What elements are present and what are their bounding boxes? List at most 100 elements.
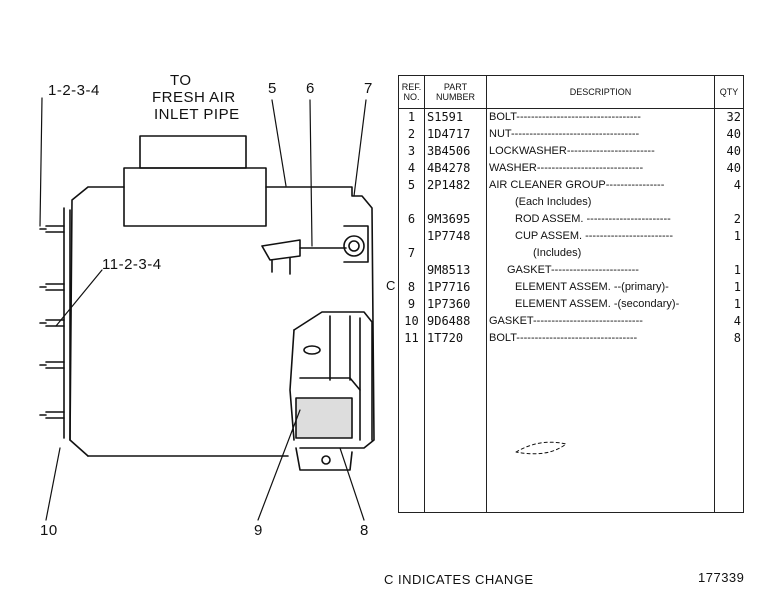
part-number-cell: 4B4278 <box>424 160 487 177</box>
qty-cell: 2 <box>714 211 744 228</box>
rod-assembly <box>261 225 369 275</box>
blank-cell <box>424 347 487 513</box>
qty-cell: 1 <box>714 279 744 296</box>
qty-cell: 40 <box>714 143 744 160</box>
qty-cell: 4 <box>714 177 744 194</box>
table-row: 9 1P7360 ELEMENT ASSEM. -(secondary)- 1 <box>398 296 744 313</box>
blank-cell <box>714 347 744 513</box>
header-qty: QTY <box>714 75 744 109</box>
callout-8: 8 <box>360 522 369 539</box>
description-cell: BOLT---------------------------------- <box>486 108 715 126</box>
description-cell: ELEMENT ASSEM. -(secondary)- <box>486 296 715 313</box>
description-text: ROD ASSEM. ----------------------- <box>515 213 671 225</box>
ref-cell: 11 <box>398 330 425 347</box>
cutaway-section <box>289 311 373 465</box>
table-row: 5 2P1482 AIR CLEANER GROUP--------------… <box>398 177 744 194</box>
part-number-cell: 1D4717 <box>424 126 487 143</box>
flange-bolts <box>39 225 65 419</box>
blank-cell <box>486 347 715 513</box>
part-number-cell <box>424 245 487 262</box>
callout-7: 7 <box>364 80 373 97</box>
table-header-row: REF. NO. PART NUMBER DESCRIPTION QTY <box>398 75 744 109</box>
description-text: (Each Includes) <box>515 196 592 208</box>
part-number-cell: 1P7716 <box>424 279 487 296</box>
table-row: 7 (Includes) <box>398 245 744 262</box>
part-number-cell: 1T720 <box>424 330 487 347</box>
callout-5: 5 <box>268 80 277 97</box>
qty-cell <box>714 194 744 211</box>
ref-cell: 5 <box>398 177 425 194</box>
description-cell: CUP ASSEM. ------------------------ <box>486 228 715 245</box>
part-number-cell <box>424 194 487 211</box>
callout-1-2-3-4: 1-2-3-4 <box>48 82 100 99</box>
table-row: 1P7748 CUP ASSEM. ----------------------… <box>398 228 744 245</box>
qty-cell: 8 <box>714 330 744 347</box>
qty-cell: 40 <box>714 160 744 177</box>
table-row: (Each Includes) <box>398 194 744 211</box>
callout-6: 6 <box>306 80 315 97</box>
description-cell: GASKET------------------------ <box>486 262 715 279</box>
description-text: GASKET------------------------ <box>507 264 639 276</box>
table-row: 9M8513 GASKET------------------------ 1 <box>398 262 744 279</box>
description-text: ELEMENT ASSEM. -(secondary)- <box>515 298 680 310</box>
ref-cell: 7 <box>398 245 425 262</box>
description-cell: LOCKWASHER------------------------ <box>486 143 715 160</box>
canister-body <box>63 186 375 471</box>
description-cell: BOLT--------------------------------- <box>486 330 715 347</box>
callout-10: 10 <box>40 522 58 539</box>
inlet-label-line-2: FRESH AIR <box>152 89 236 106</box>
blank-cell <box>398 347 425 513</box>
part-number-cell: 9M3695 <box>424 211 487 228</box>
part-number-cell: S1591 <box>424 108 487 126</box>
qty-cell: 1 <box>714 296 744 313</box>
qty-cell <box>714 245 744 262</box>
description-cell: AIR CLEANER GROUP---------------- <box>486 177 715 194</box>
callout-9: 9 <box>254 522 263 539</box>
table-row: 2 1D4717 NUT----------------------------… <box>398 126 744 143</box>
qty-cell: 1 <box>714 228 744 245</box>
part-number-cell: 2P1482 <box>424 177 487 194</box>
ref-cell: 10 <box>398 313 425 330</box>
leader-lines <box>39 97 367 521</box>
ref-cell: 4 <box>398 160 425 177</box>
part-number-cell: 9M8513 <box>424 262 487 279</box>
description-text: (Includes) <box>533 247 582 259</box>
ref-cell: 3 <box>398 143 425 160</box>
ref-cell <box>398 262 425 279</box>
callout-11-2-3-4: 11-2-3-4 <box>102 256 162 273</box>
description-cell: NUT----------------------------------- <box>486 126 715 143</box>
part-number-cell: 1P7748 <box>424 228 487 245</box>
inlet-pipe <box>123 135 267 227</box>
ref-cell: 8 <box>398 279 425 296</box>
table-row: 1 S1591 BOLT----------------------------… <box>398 108 744 126</box>
table-row: 8 1P7716 ELEMENT ASSEM. --(primary)- 1 <box>398 279 744 296</box>
table-row: 4 4B4278 WASHER-------------------------… <box>398 160 744 177</box>
description-cell: (Includes) <box>486 245 715 262</box>
ref-cell <box>398 228 425 245</box>
ref-cell: 2 <box>398 126 425 143</box>
header-description: DESCRIPTION <box>486 75 715 109</box>
part-number-cell: 1P7360 <box>424 296 487 313</box>
ref-cell: 6 <box>398 211 425 228</box>
plate-number: 177339 <box>698 570 745 585</box>
qty-cell: 4 <box>714 313 744 330</box>
qty-cell: 1 <box>714 262 744 279</box>
ref-cell <box>398 194 425 211</box>
table-row: 11 1T720 BOLT---------------------------… <box>398 330 744 347</box>
change-note: C INDICATES CHANGE <box>384 572 534 587</box>
description-text: ELEMENT ASSEM. --(primary)- <box>515 281 669 293</box>
description-text: CUP ASSEM. ------------------------ <box>515 230 674 242</box>
inlet-label-line-1: TO <box>170 72 192 89</box>
description-cell: GASKET------------------------------ <box>486 313 715 330</box>
ref-cell: 9 <box>398 296 425 313</box>
parts-list-table: REF. NO. PART NUMBER DESCRIPTION QTY 1 S… <box>398 75 744 513</box>
description-cell: (Each Includes) <box>486 194 715 211</box>
table-row: 10 9D6488 GASKET------------------------… <box>398 313 744 330</box>
qty-cell: 32 <box>714 108 744 126</box>
description-cell: ROD ASSEM. ----------------------- <box>486 211 715 228</box>
table-blank-area <box>398 347 744 513</box>
qty-cell: 40 <box>714 126 744 143</box>
header-part-number: PART NUMBER <box>424 75 487 109</box>
part-number-cell: 3B4506 <box>424 143 487 160</box>
